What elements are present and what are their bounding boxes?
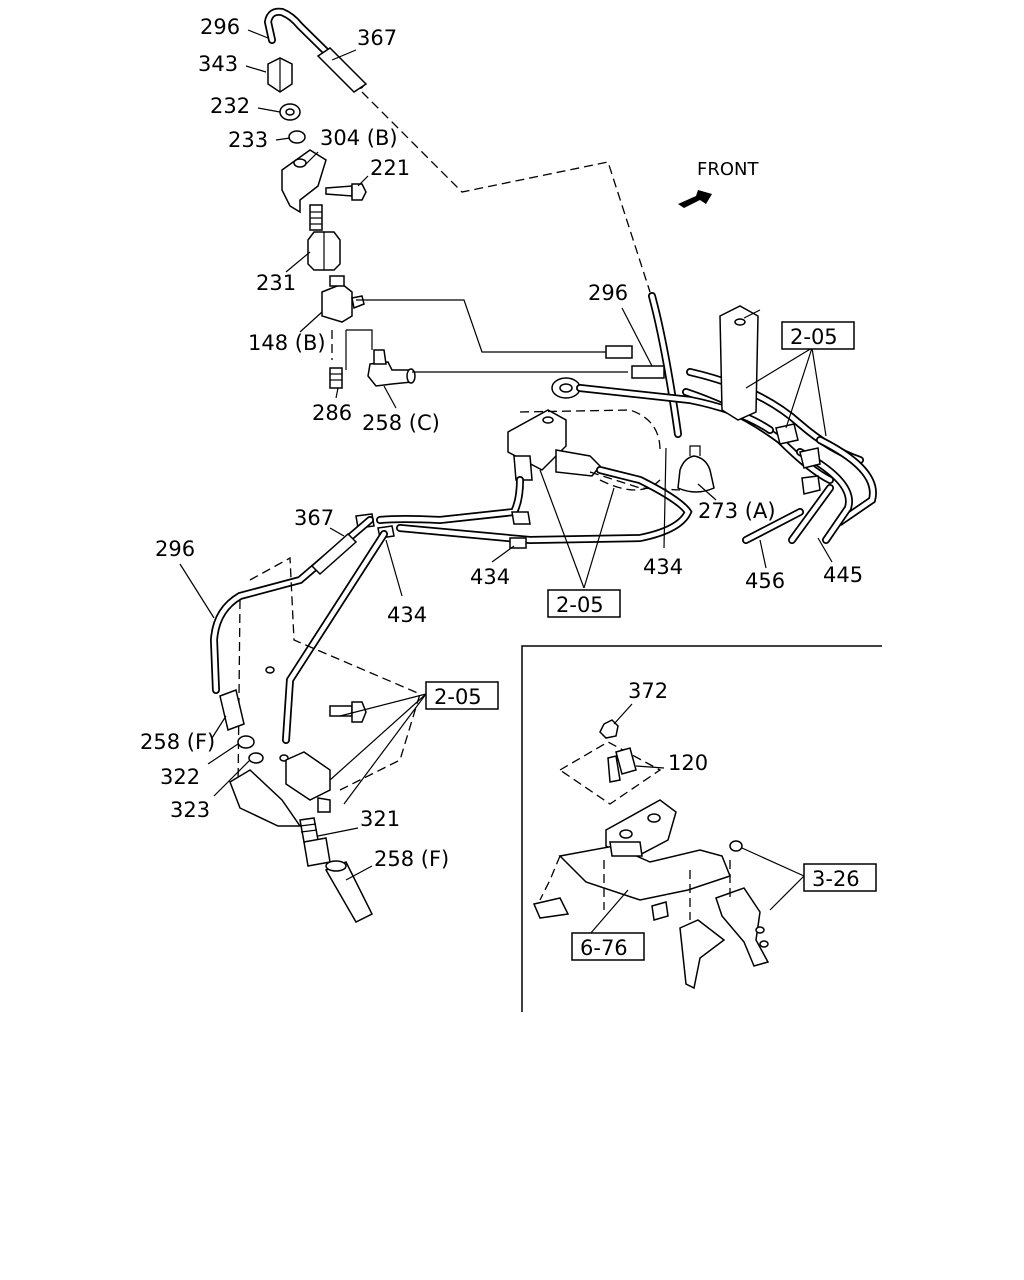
front-direction-arrow bbox=[678, 190, 712, 208]
upper-fitting-stack bbox=[263, 7, 416, 389]
section-ref-2-05-left-label: 2-05 bbox=[434, 685, 482, 709]
lower-left-assembly bbox=[209, 516, 421, 923]
callout-258f-left: 258 (F) bbox=[140, 730, 215, 754]
section-ref-6-76-label: 6-76 bbox=[580, 936, 628, 960]
callout-321: 321 bbox=[360, 807, 400, 831]
callout-434-left: 434 bbox=[387, 603, 427, 627]
section-ref-2-05-center[interactable]: 2-05 bbox=[547, 589, 621, 618]
section-ref-2-05-top-label: 2-05 bbox=[790, 325, 838, 349]
callout-231: 231 bbox=[256, 271, 296, 295]
section-ref-3-26-label: 3-26 bbox=[812, 867, 860, 891]
callout-221: 221 bbox=[370, 156, 410, 180]
callout-296-left: 296 bbox=[155, 537, 195, 561]
section-ref-2-05-center-label: 2-05 bbox=[556, 593, 604, 617]
callout-233: 233 bbox=[228, 128, 268, 152]
callout-434-center: 434 bbox=[470, 565, 510, 589]
callout-296-mid: 296 bbox=[588, 281, 628, 305]
callout-434-right: 434 bbox=[643, 555, 683, 579]
section-ref-3-26[interactable]: 3-26 bbox=[803, 863, 877, 892]
callout-258c: 258 (C) bbox=[362, 411, 440, 435]
callout-445: 445 bbox=[823, 563, 863, 587]
callout-leaders bbox=[179, 29, 833, 935]
inset-panel bbox=[521, 645, 882, 1012]
callout-323: 323 bbox=[170, 798, 210, 822]
callout-304b: 304 (B) bbox=[320, 126, 398, 150]
section-ref-6-76[interactable]: 6-76 bbox=[571, 932, 645, 961]
callout-343: 343 bbox=[198, 52, 238, 76]
section-ref-2-05-top[interactable]: 2-05 bbox=[781, 321, 855, 350]
callout-258f-bottom: 258 (F) bbox=[374, 847, 449, 871]
callout-232: 232 bbox=[210, 94, 250, 118]
callout-456: 456 bbox=[745, 569, 785, 593]
callout-367-top: 367 bbox=[357, 26, 397, 50]
connection-lines bbox=[331, 91, 651, 373]
callout-labels: FRONT 296 367 343 232 233 304 (B) 221 23… bbox=[140, 15, 863, 871]
callout-322: 322 bbox=[160, 765, 200, 789]
callout-120: 120 bbox=[668, 751, 708, 775]
callout-148b: 148 (B) bbox=[248, 331, 326, 355]
callout-286: 286 bbox=[312, 401, 352, 425]
main-brake-lines bbox=[355, 292, 877, 549]
callout-296-top: 296 bbox=[200, 15, 240, 39]
callout-273a: 273 (A) bbox=[698, 499, 776, 523]
callout-372: 372 bbox=[628, 679, 668, 703]
callout-367-left: 367 bbox=[294, 506, 334, 530]
section-ref-2-05-left[interactable]: 2-05 bbox=[425, 681, 499, 710]
direction-label: FRONT bbox=[697, 159, 759, 180]
